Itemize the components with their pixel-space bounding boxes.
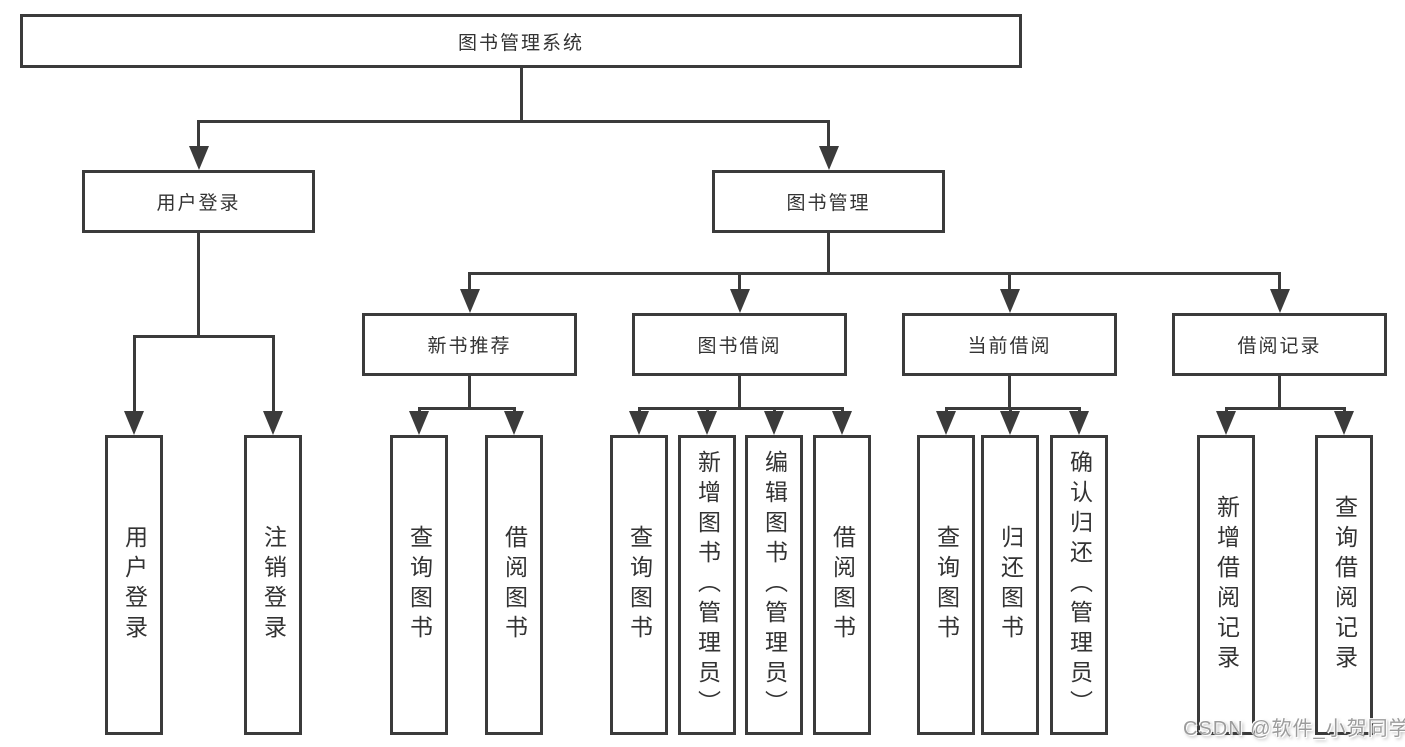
arrowhead: [1000, 411, 1020, 435]
arrowhead: [936, 411, 956, 435]
edge-line: [705, 407, 709, 413]
arrowhead: [459, 289, 480, 313]
edge-line: [197, 120, 830, 123]
edge-line: [944, 407, 948, 413]
arrowhead: [729, 289, 750, 313]
node-borrowing-records: 借阅记录: [1172, 313, 1387, 376]
node-current-borrowing: 当前借阅: [902, 313, 1117, 376]
arrowhead: [818, 146, 839, 170]
edge-line: [1077, 407, 1081, 413]
edge-line: [944, 407, 1081, 410]
leaf-edit-books-admin: 编辑图书（管理员）: [745, 435, 803, 735]
edge-line: [468, 376, 471, 407]
arrowhead: [1269, 289, 1290, 313]
edge-line: [637, 407, 641, 413]
edge-line: [1224, 407, 1228, 413]
edge-line: [132, 335, 136, 412]
leaf-add-borrow-record: 新增借阅记录: [1197, 435, 1255, 735]
edge-line: [271, 335, 275, 412]
edge-line: [197, 233, 200, 335]
edge-line: [1278, 272, 1281, 290]
arrowhead: [697, 411, 717, 435]
edge-line: [512, 407, 516, 413]
leaf-query-books-current: 查询图书: [917, 435, 975, 735]
node-new-book-recommend: 新书推荐: [362, 313, 577, 376]
edge-line: [417, 407, 421, 413]
leaf-borrow-books-recommend: 借阅图书: [485, 435, 543, 735]
edge-line: [1224, 407, 1346, 410]
edge-line: [468, 272, 1281, 275]
edge-line: [827, 120, 830, 148]
edge-line: [519, 68, 523, 120]
edge-line: [132, 335, 275, 338]
arrowhead: [263, 411, 283, 435]
watermark: CSDN @软件_小贺同学: [1183, 718, 1405, 740]
node-library-system: 图书管理系统: [20, 14, 1022, 68]
arrowhead: [1334, 411, 1354, 435]
leaf-user-login: 用户登录: [105, 435, 163, 735]
edge-line: [417, 407, 516, 410]
edge-line: [1342, 407, 1346, 413]
edge-line: [637, 407, 844, 410]
edge-line: [827, 233, 830, 272]
arrowhead: [504, 411, 524, 435]
edge-line: [468, 272, 471, 290]
leaf-logout: 注销登录: [244, 435, 302, 735]
leaf-add-books-admin: 新增图书（管理员）: [678, 435, 736, 735]
edge-line: [197, 120, 200, 148]
edge-line: [1008, 272, 1011, 290]
leaf-query-books-recommend: 查询图书: [390, 435, 448, 735]
arrowhead: [1216, 411, 1236, 435]
arrowhead: [999, 289, 1020, 313]
node-user-login: 用户登录: [82, 170, 315, 233]
edge-line: [840, 407, 844, 413]
arrowhead: [124, 411, 144, 435]
leaf-confirm-return-admin: 确认归还（管理员）: [1050, 435, 1108, 735]
arrowhead: [1069, 411, 1089, 435]
leaf-query-books-borrowing: 查询图书: [610, 435, 668, 735]
edge-line: [1008, 407, 1012, 413]
node-book-management: 图书管理: [712, 170, 945, 233]
node-book-borrowing: 图书借阅: [632, 313, 847, 376]
arrowhead: [764, 411, 784, 435]
edge-line: [772, 407, 776, 413]
edge-line: [738, 376, 741, 407]
edge-line: [738, 272, 741, 290]
edge-line: [1278, 376, 1281, 407]
leaf-return-books: 归还图书: [981, 435, 1039, 735]
leaf-borrow-books-borrowing: 借阅图书: [813, 435, 871, 735]
arrowhead: [188, 146, 209, 170]
edge-line: [1008, 376, 1011, 407]
arrowhead: [832, 411, 852, 435]
leaf-query-borrow-record: 查询借阅记录: [1315, 435, 1373, 735]
arrowhead: [409, 411, 429, 435]
arrowhead: [629, 411, 649, 435]
